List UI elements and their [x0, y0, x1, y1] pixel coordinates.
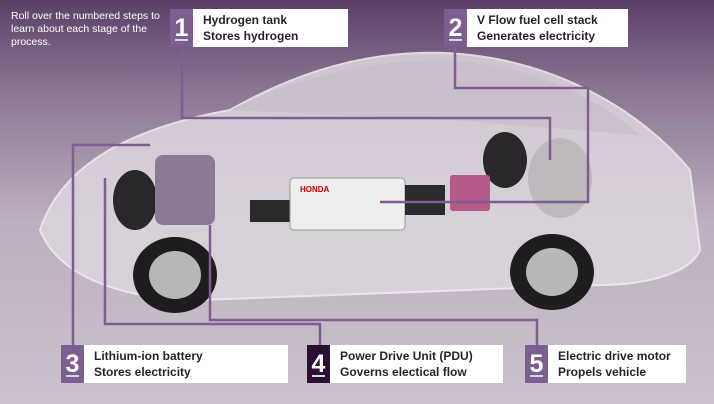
- step-subtitle: Propels vehicle: [558, 365, 647, 379]
- hydrogen-tank: [528, 138, 592, 218]
- connector-5: [208, 225, 539, 345]
- connector-3: [71, 143, 150, 345]
- wheels: [113, 132, 594, 313]
- connector-2: [380, 47, 590, 204]
- intro-text: Roll over the numbered steps to learn ab…: [11, 10, 160, 48]
- step-subtitle: Generates electricity: [477, 29, 596, 43]
- stack-brand-logo: HONDA: [300, 185, 330, 194]
- step-subtitle: Governs electical flow: [340, 365, 467, 379]
- motor-pdu: [155, 155, 215, 225]
- step-title: V Flow fuel cell stack: [477, 13, 598, 27]
- connector-4: [103, 178, 322, 345]
- step-number: 5: [525, 345, 548, 383]
- wheel-rear-right: [483, 132, 527, 188]
- step-number: 1: [170, 9, 193, 47]
- wheel-front-right: [113, 170, 157, 230]
- step-title: Hydrogen tank: [203, 13, 288, 27]
- step-subtitle: Stores electricity: [94, 365, 191, 379]
- step-number: 2: [444, 9, 467, 47]
- connector-1: [180, 47, 552, 160]
- step-subtitle: Stores hydrogen: [203, 29, 299, 43]
- step-title: Power Drive Unit (PDU): [340, 349, 473, 363]
- battery: [450, 175, 490, 211]
- step-title: Electric drive motor: [558, 349, 671, 363]
- connector-lines: [71, 47, 590, 345]
- step-number: 4: [307, 345, 330, 383]
- step-number: 3: [61, 345, 84, 383]
- step-title: Lithium-ion battery: [94, 349, 203, 363]
- step-4-pdu[interactable]: 4 Power Drive Unit (PDU) Governs electica…: [307, 345, 503, 383]
